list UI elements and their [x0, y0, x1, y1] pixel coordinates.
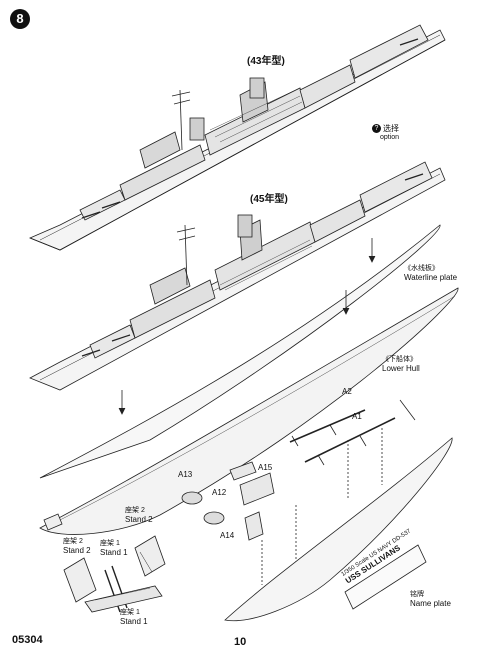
shafts: [181, 399, 416, 585]
ship-43-type: [28, 24, 446, 251]
part-a13: A13: [178, 470, 193, 479]
option-label-cn: 选择: [383, 124, 399, 133]
variant-label-45: (45年型): [250, 194, 288, 205]
stand2-label-left: 座架 2 Stand 2: [63, 537, 91, 555]
waterline-plate-label: 《水线板》 Waterline plate: [404, 264, 457, 282]
stand1-bottom-en: Stand 1: [120, 617, 148, 626]
stand2-right-en: Stand 2: [125, 515, 153, 524]
part-a2: A2: [342, 387, 352, 396]
name-plate-cn: 铭牌: [410, 591, 424, 598]
part-a15: A15: [258, 463, 273, 472]
step-number-badge: 8: [10, 9, 30, 29]
waterline-plate-en: Waterline plate: [404, 273, 458, 282]
stand1-bottom-cn: 座架 1: [120, 609, 140, 616]
waterline-plate: [39, 224, 441, 479]
name-plate-en: Name plate: [410, 599, 451, 608]
part-a12: A12: [212, 488, 227, 497]
option-badge-icon: ?: [372, 124, 381, 134]
lower-hull: [39, 287, 459, 535]
variant-label-43: (43年型): [247, 56, 285, 67]
kit-number: 05304: [12, 634, 43, 646]
ship-45-type: [29, 161, 446, 415]
part-a14: A14: [220, 531, 235, 540]
lower-hull-label: 《下船体》 Lower Hull: [382, 355, 420, 373]
lower-hull-en: Lower Hull: [382, 364, 420, 373]
stand2-left-en: Stand 2: [63, 546, 91, 555]
stand1-label-top: 座架 1 Stand 1: [100, 539, 128, 557]
stand1-top-en: Stand 1: [100, 548, 128, 557]
name-plate-part: [344, 544, 427, 610]
stand1-top-cn: 座架 1: [100, 540, 120, 547]
name-plate-label: 铭牌 Name plate: [410, 590, 451, 608]
stand1-label-bottom: 座架 1 Stand 1: [120, 608, 148, 626]
stands: [43, 513, 166, 613]
waterline-plate-cn: 《水线板》: [404, 265, 439, 272]
lower-hull-cn: 《下船体》: [382, 356, 417, 363]
stand2-right-cn: 座架 2: [125, 507, 145, 514]
stand2-left-cn: 座架 2: [63, 538, 83, 545]
option-note: ?选择 option: [372, 124, 399, 142]
hull-bottom-view: [224, 437, 453, 622]
stand2-label-right: 座架 2 Stand 2: [125, 506, 153, 524]
page-number: 10: [234, 636, 247, 648]
option-label-en: option: [380, 134, 400, 142]
part-a1: A1: [352, 412, 362, 421]
